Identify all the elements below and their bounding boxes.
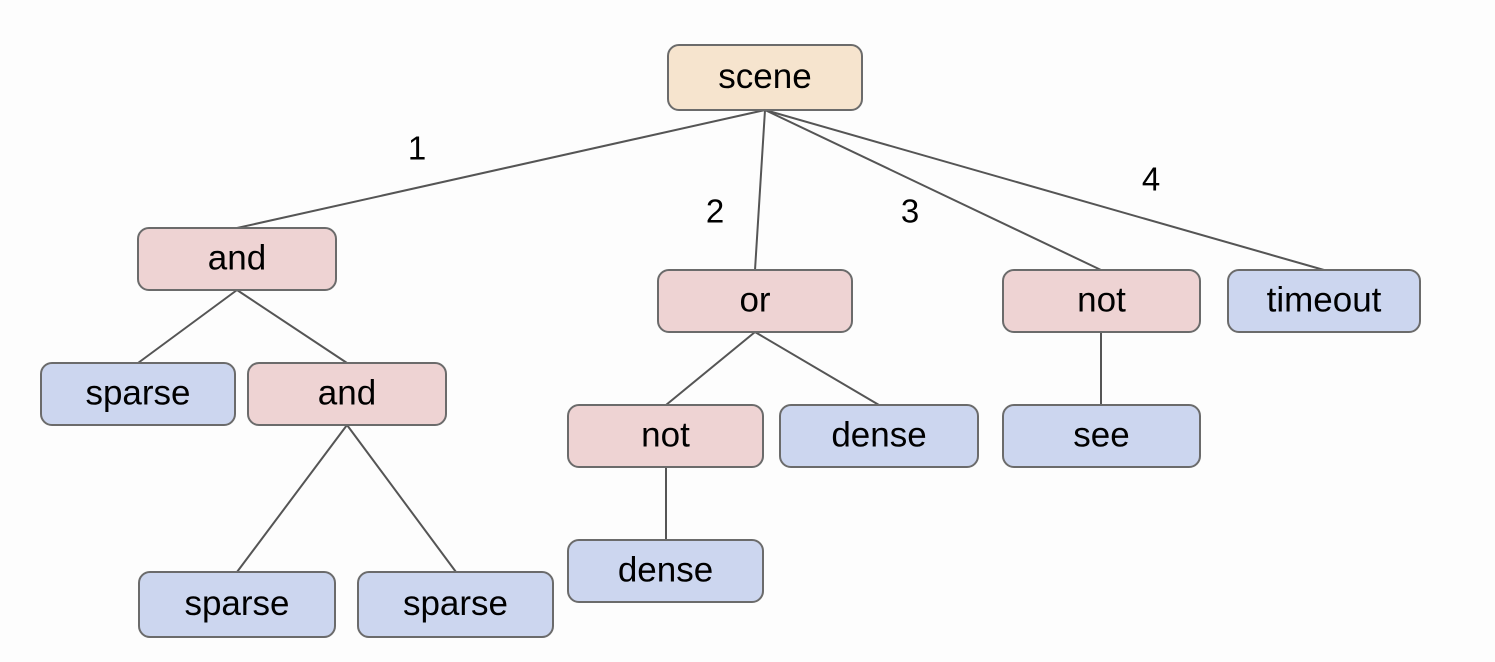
node-label-timeout1: timeout [1267,280,1382,319]
node-label-sparse1: sparse [85,373,190,412]
tree-edge-scene-to-timeout1 [764,109,1325,271]
node-box-and1[interactable] [137,227,337,291]
node-label-and2: and [318,373,376,412]
edge-label-1: 1 [408,130,426,167]
tree-node-not1[interactable]: not [1002,269,1201,333]
tree-node-scene[interactable]: scene [667,44,863,111]
node-label-dense2: dense [618,550,713,589]
nodes-layer: scene and or not timeout sparse and not dense see… [40,44,1421,638]
node-box-sparse3[interactable] [357,571,554,638]
tree-edge-scene-to-not1 [764,109,1102,271]
edge-label-4: 4 [1142,161,1160,198]
node-box-dense1[interactable] [779,404,979,468]
node-box-see1[interactable] [1002,404,1201,468]
node-box-timeout1[interactable] [1227,269,1421,333]
edge-label-2: 2 [706,193,724,230]
tree-node-dense2[interactable]: dense [567,539,764,603]
tree-node-timeout1[interactable]: timeout [1227,269,1421,333]
tree-node-dense1[interactable]: dense [779,404,979,468]
node-label-not1: not [1077,280,1126,319]
tree-edge-scene-to-and1 [236,109,766,229]
tree-node-or1[interactable]: or [657,269,853,333]
node-label-dense1: dense [831,415,926,454]
tree-edge-and2-to-sparse2 [236,424,348,573]
tree-node-and1[interactable]: and [137,227,337,291]
tree-edge-and1-to-and2 [236,289,348,364]
edge-labels-layer: 1 2 3 4 [408,130,1160,230]
tree-edge-or1-to-dense1 [754,331,880,406]
node-box-not2[interactable] [567,404,764,468]
tree-edge-and2-to-sparse3 [346,424,457,573]
tree-edge-or1-to-not2 [665,331,756,406]
node-box-sparse1[interactable] [40,362,236,426]
edges-layer [137,109,1325,573]
node-label-or1: or [739,280,770,319]
tree-node-not2[interactable]: not [567,404,764,468]
tree-node-sparse2[interactable]: sparse [138,571,336,638]
edge-label-3: 3 [901,193,919,230]
node-label-see1: see [1073,415,1129,454]
node-box-not1[interactable] [1002,269,1201,333]
node-box-or1[interactable] [657,269,853,333]
tree-edge-and1-to-sparse1 [137,289,238,364]
node-label-sparse2: sparse [184,584,289,623]
tree-node-sparse1[interactable]: sparse [40,362,236,426]
node-box-scene[interactable] [667,44,863,111]
tree-node-sparse3[interactable]: sparse [357,571,554,638]
tree-node-see1[interactable]: see [1002,404,1201,468]
node-box-sparse2[interactable] [138,571,336,638]
node-label-scene: scene [718,57,811,96]
node-label-and1: and [208,238,266,277]
node-label-not2: not [641,415,690,454]
tree-edge-scene-to-or1 [754,109,766,271]
node-box-dense2[interactable] [567,539,764,603]
node-box-and2[interactable] [247,362,447,426]
tree-node-and2[interactable]: and [247,362,447,426]
node-label-sparse3: sparse [403,584,508,623]
